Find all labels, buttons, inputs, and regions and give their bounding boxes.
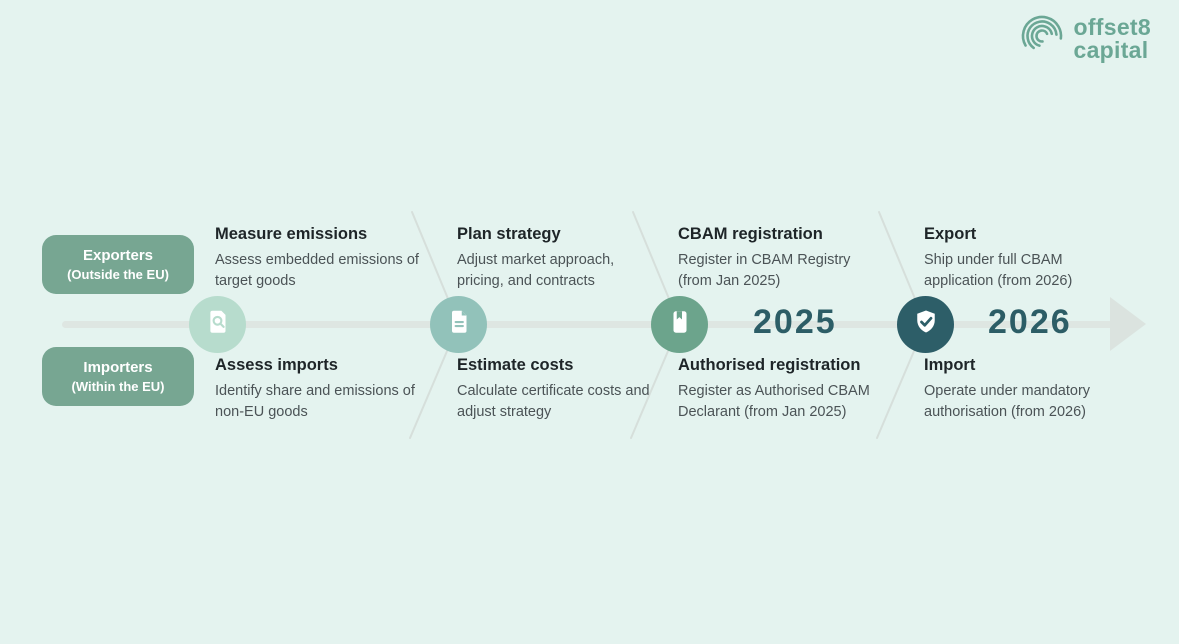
timeline-axis (62, 321, 1114, 328)
step-export: Export Ship under full CBAM application … (924, 224, 1119, 291)
step-estimate-costs: Estimate costs Calculate certificate cos… (457, 355, 662, 422)
step-assess-imports: Assess imports Identify share and emissi… (215, 355, 427, 422)
badge-exporters-title: Exporters (82, 247, 154, 264)
step-title: Export (924, 225, 977, 243)
step-title: Plan strategy (457, 225, 561, 243)
year-label-2026: 2026 (988, 303, 1072, 341)
badge-importers: Importers (Within the EU) (42, 347, 194, 406)
badge-exporters-subtitle: (Outside the EU) (67, 267, 169, 282)
step-title: CBAM registration (678, 225, 823, 243)
logo-word-1: offset8 (1073, 13, 1151, 40)
badge-exporters: Exporters (Outside the EU) (42, 235, 194, 294)
step-authorised-registration: Authorised registration Register as Auth… (678, 355, 878, 422)
logo-word-2: capital (1073, 36, 1149, 63)
step-description: Adjust market approach, pricing, and con… (457, 252, 615, 289)
brand-logo: offset8 capital (1019, 13, 1151, 64)
arrow-right-icon (1110, 297, 1146, 351)
shield-check-icon (911, 307, 941, 342)
document-lines-icon (444, 307, 474, 342)
step-description: Identify share and emissions of non-EU g… (215, 383, 415, 420)
milestone-circle-3 (651, 296, 708, 353)
step-description: Operate under mandatory authorisation (f… (924, 383, 1091, 420)
step-description: Register in CBAM Registry (from Jan 2025… (678, 252, 851, 289)
document-search-icon (203, 307, 233, 342)
step-description: Assess embedded emissions of target good… (215, 252, 419, 289)
badge-importers-title: Importers (83, 359, 153, 376)
step-cbam-registration: CBAM registration Register in CBAM Regis… (678, 224, 878, 291)
step-title: Estimate costs (457, 356, 574, 374)
step-description: Register as Authorised CBAM Declarant (f… (678, 383, 870, 420)
step-plan-strategy: Plan strategy Adjust market approach, pr… (457, 224, 662, 291)
registry-book-icon (665, 307, 695, 342)
step-description: Ship under full CBAM application (from 2… (924, 252, 1073, 289)
milestone-circle-2 (430, 296, 487, 353)
step-description: Calculate certificate costs and adjust s… (457, 383, 650, 420)
milestone-circle-1 (189, 296, 246, 353)
step-title: Authorised registration (678, 356, 861, 374)
step-title: Assess imports (215, 356, 338, 374)
step-import: Import Operate under mandatory authorisa… (924, 355, 1119, 422)
badge-importers-subtitle: (Within the EU) (71, 379, 165, 394)
milestone-circle-4 (897, 296, 954, 353)
fingerprint-icon (1019, 13, 1065, 64)
step-title: Measure emissions (215, 225, 368, 243)
step-title: Import (924, 356, 976, 374)
step-measure-emissions: Measure emissions Assess embedded emissi… (215, 224, 427, 291)
year-label-2025: 2025 (753, 303, 837, 341)
